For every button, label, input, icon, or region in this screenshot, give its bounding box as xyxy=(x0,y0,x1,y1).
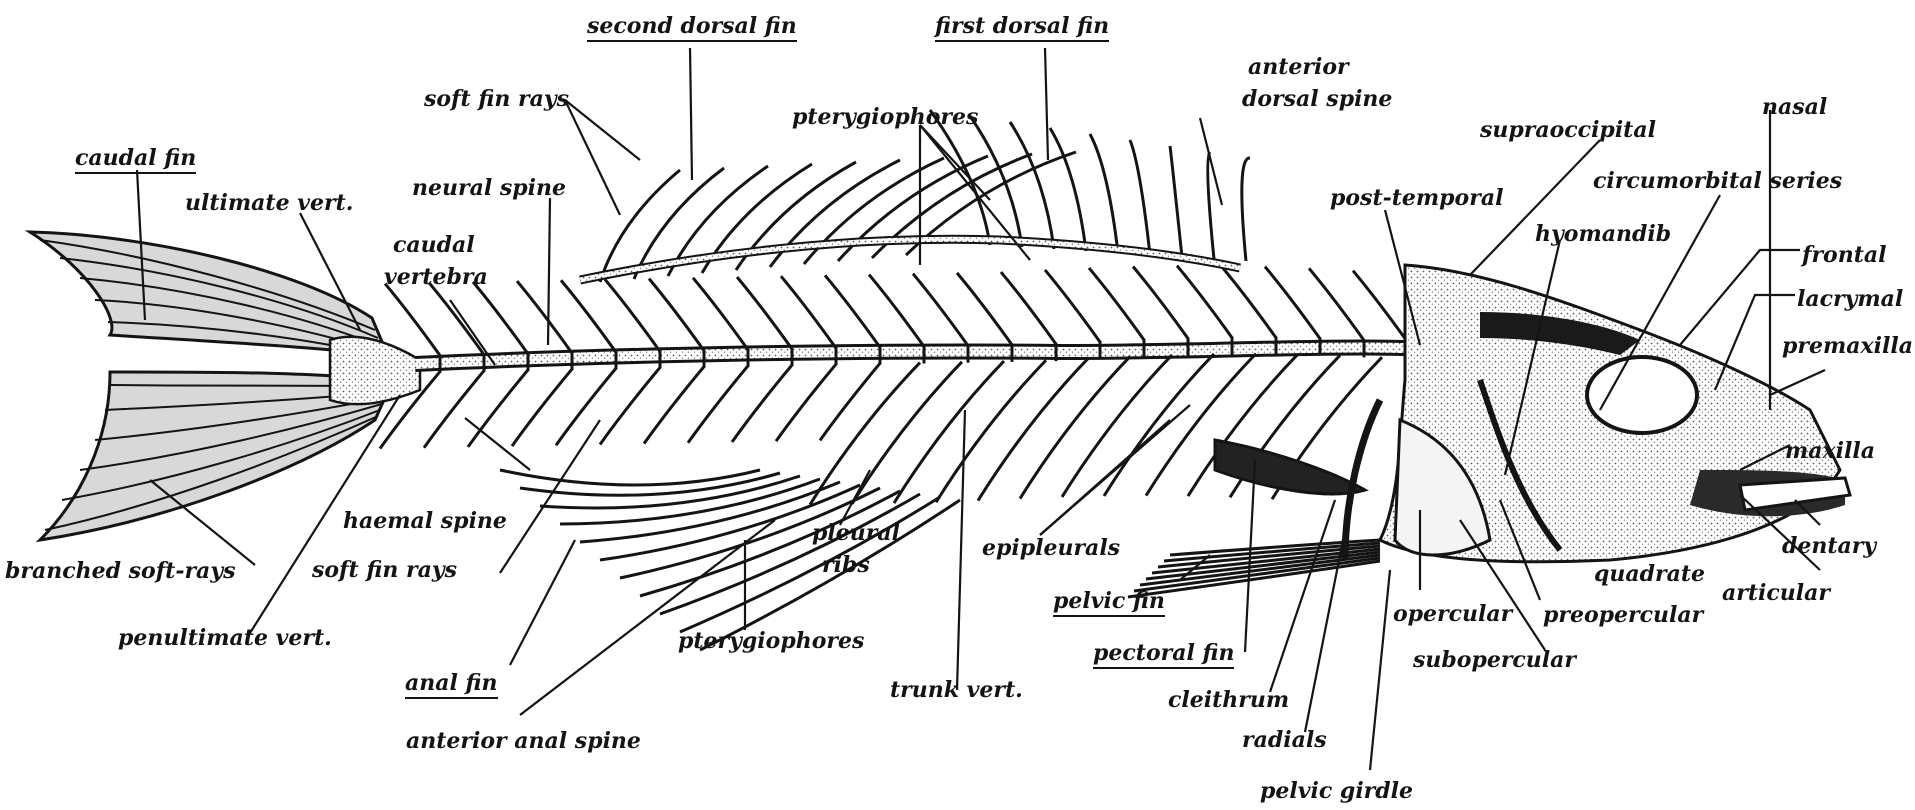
anal-fin-ray xyxy=(580,482,840,542)
pelvic-girdle-label: pelvic girdle xyxy=(1260,778,1413,804)
neural-spine xyxy=(869,275,924,347)
neural-spine xyxy=(517,281,572,353)
caudal-fin-drawing xyxy=(30,232,420,540)
anal-fin-label: anal fin xyxy=(405,670,498,699)
dorsal-spine xyxy=(1242,158,1250,261)
frontal-label: frontal xyxy=(1802,242,1887,268)
neural-spine xyxy=(1353,271,1408,343)
dorsal-fins-drawing xyxy=(580,110,1250,282)
pterygiophores-top-label: pterygiophores xyxy=(792,104,978,130)
nasal-label: nasal xyxy=(1762,94,1827,120)
ventral-fins-drawing xyxy=(500,354,1382,650)
neural-spine xyxy=(1221,266,1276,338)
ultimate-vert-label: ultimate vert. xyxy=(185,190,353,216)
vertebral-column xyxy=(380,266,1480,449)
neural-spine xyxy=(1265,267,1320,339)
supraoccipital-label: supraoccipital xyxy=(1480,117,1656,143)
maxilla-label: maxilla xyxy=(1785,438,1875,464)
haemal-spine-label: haemal spine xyxy=(343,508,507,534)
neural-spine xyxy=(693,278,748,350)
soft-fin-rays-top-label: soft fin rays xyxy=(424,86,569,112)
neural-spine xyxy=(781,276,836,348)
pectoral-fin-label: pectoral fin xyxy=(1093,640,1234,669)
quadrate-label: quadrate xyxy=(1594,561,1705,587)
trunk-vert-label: trunk vert. xyxy=(890,677,1023,703)
neural-spine xyxy=(1089,268,1144,340)
neural-spine xyxy=(1045,270,1100,342)
anterior-anal-spine-label: anterior anal spine xyxy=(406,728,641,754)
neural-spine xyxy=(1309,268,1364,340)
hyomandib-label: hyomandib xyxy=(1535,221,1671,247)
post-temporal-label: post-temporal xyxy=(1330,185,1503,211)
dentary-label: dentary xyxy=(1782,533,1876,559)
dorsal-spine xyxy=(1170,146,1182,257)
second-dorsal-fin-label: second dorsal fin xyxy=(587,13,797,42)
caudal-vertebra-label-line1: caudal xyxy=(393,232,475,258)
penultimate-vert-label: penultimate vert. xyxy=(118,625,332,651)
dorsal-spine xyxy=(1130,140,1150,255)
subopercular-label: subopercular xyxy=(1413,647,1576,673)
pelvic-fin-label: pelvic fin xyxy=(1053,588,1165,617)
pterygiophores-bottom-label: pterygiophores xyxy=(678,628,864,654)
neural-spine xyxy=(649,279,704,351)
orbit xyxy=(1587,357,1697,433)
neural-spine xyxy=(1133,266,1188,338)
neural-spine xyxy=(825,275,880,347)
neural-spine xyxy=(1001,272,1056,344)
pleural-ribs-label-line1: pleural xyxy=(812,520,900,546)
caudal-vertebra-label-line2: vertebra xyxy=(384,264,488,290)
neural-spine xyxy=(1177,266,1232,338)
circumorbital-series-label: circumorbital series xyxy=(1593,168,1842,194)
dorsal-spine xyxy=(970,116,1022,247)
first-dorsal-fin-label: first dorsal fin xyxy=(935,13,1109,42)
neural-spine xyxy=(561,280,616,352)
cleithrum-bone xyxy=(1345,400,1380,560)
dorsal-spine xyxy=(1090,134,1118,253)
premaxilla-label: premaxilla xyxy=(1782,333,1913,359)
lacrymal-label: lacrymal xyxy=(1797,286,1903,312)
anterior-dorsal-spine-label-line2: dorsal spine xyxy=(1242,86,1392,112)
neural-spine xyxy=(429,283,484,355)
neural-spine xyxy=(473,282,528,354)
branched-soft-rays-label: branched soft-rays xyxy=(5,558,235,584)
neural-spine xyxy=(957,273,1012,345)
dorsal-spine xyxy=(1050,128,1086,251)
cleithrum-label: cleithrum xyxy=(1168,687,1289,713)
neural-spine xyxy=(605,279,660,351)
caudal-fin-upper-lobe xyxy=(30,232,388,356)
anal-fin-ray xyxy=(680,497,940,632)
neural-spine-label: neural spine xyxy=(412,175,566,201)
articular-label: articular xyxy=(1722,580,1830,606)
soft-fin-rays-bottom-label: soft fin rays xyxy=(312,557,457,583)
caudal-peduncle xyxy=(330,337,420,404)
caudal-fin-label: caudal fin xyxy=(75,145,196,174)
preopercular-label: preopercular xyxy=(1543,602,1703,628)
epipleurals-label: epipleurals xyxy=(982,535,1120,561)
anal-fin-ray xyxy=(500,470,760,485)
neural-spine xyxy=(913,274,968,346)
neural-spine xyxy=(737,277,792,349)
radials-label: radials xyxy=(1242,727,1327,753)
opercular-label: opercular xyxy=(1393,601,1512,627)
anterior-dorsal-spine-label-line1: anterior xyxy=(1248,54,1349,80)
neural-spine xyxy=(385,284,440,356)
pleural-ribs-label-line2: ribs xyxy=(822,552,870,578)
